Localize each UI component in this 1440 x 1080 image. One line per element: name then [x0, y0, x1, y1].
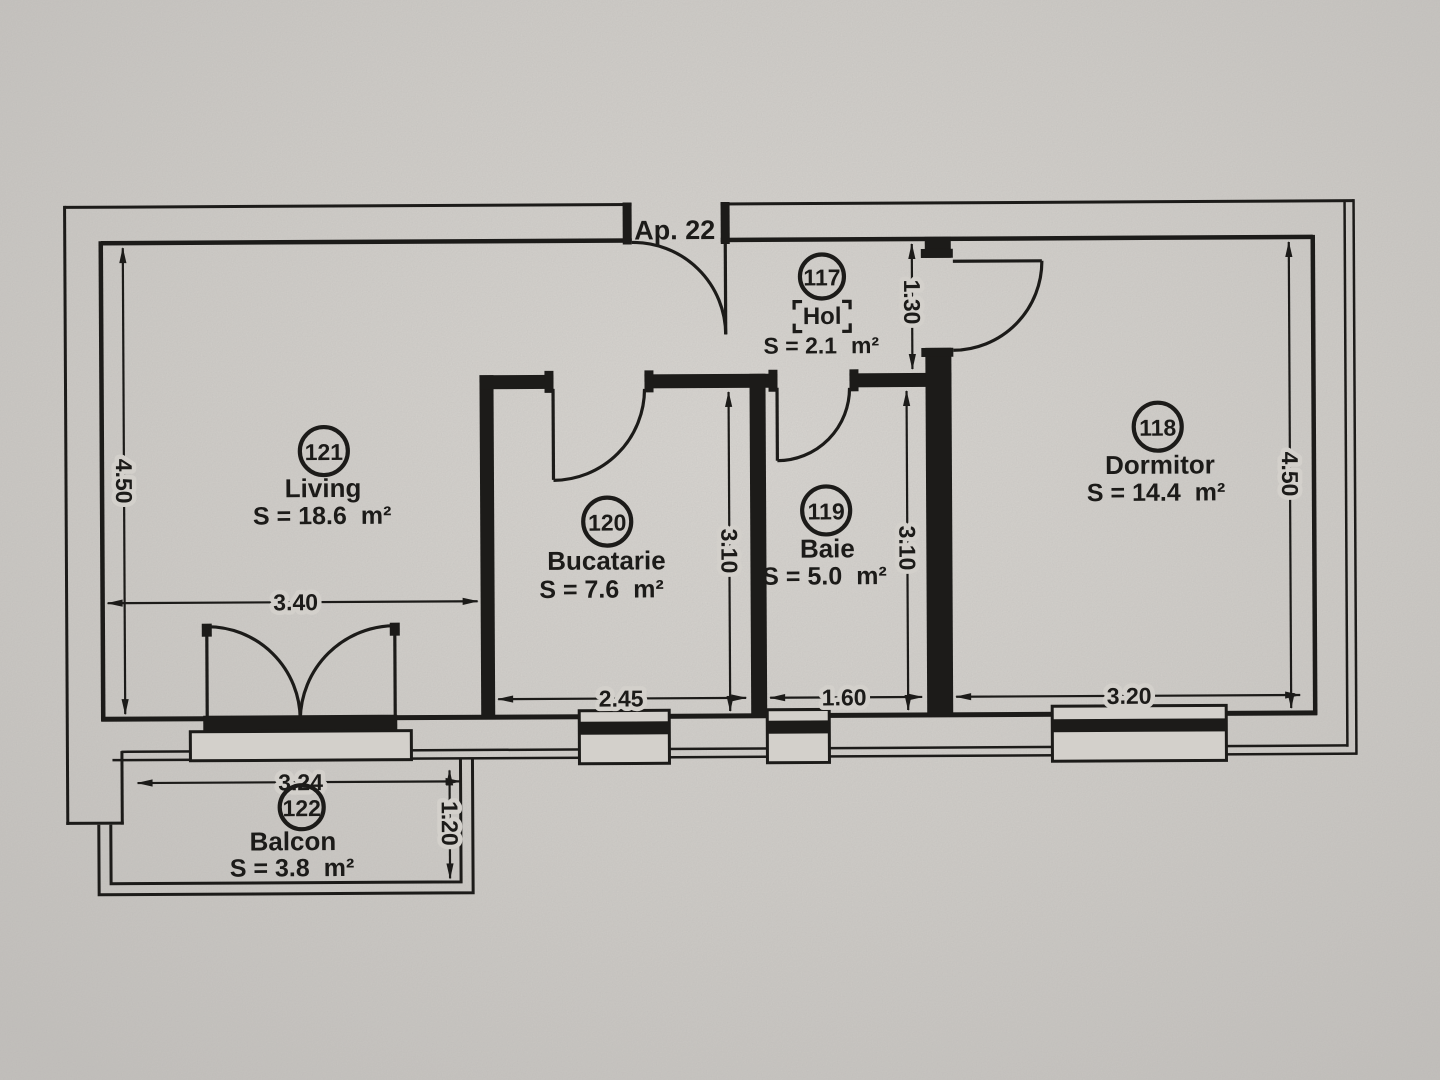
dimension-living-height: 4.50 — [106, 247, 142, 716]
window-dormitor — [1050, 703, 1228, 763]
dimension-baie-height: 3.10 — [890, 390, 925, 712]
room-number: 117 — [803, 264, 840, 290]
door-bucatarie — [551, 388, 647, 482]
dimension-text: 1.30 — [899, 280, 925, 325]
room-number: 119 — [808, 498, 845, 524]
dimension-dormitor-height: 4.50 — [1272, 241, 1308, 710]
dimension-text: 4.50 — [1277, 452, 1303, 497]
dimension-hol-height: 1.30 — [894, 242, 930, 370]
apartment-door-label: Ap. 22 — [634, 215, 715, 245]
door-jamb-caps — [201, 201, 954, 637]
dimension-bucatarie-height: 3.10 — [712, 390, 747, 712]
room-number-circle — [1131, 400, 1184, 453]
room-number: 122 — [282, 795, 321, 821]
balcony-parapet — [97, 758, 475, 897]
room-name: Dormitor — [1105, 449, 1215, 480]
dimension-text: 1.60 — [822, 684, 867, 710]
dimension-text: 1.20 — [437, 801, 463, 846]
room-number-circle — [297, 424, 350, 478]
dimension-living-width: 3.40 — [106, 585, 479, 620]
interior-walls — [479, 236, 954, 720]
room-number-circle — [797, 252, 847, 301]
balcony-door-sill — [188, 714, 413, 763]
dimension-text: 4.50 — [111, 459, 137, 504]
window-bucatarie — [577, 708, 671, 766]
room-name: Living — [285, 473, 362, 503]
dimension-baie-width: 1.60 — [769, 680, 924, 715]
room-number-circle — [277, 783, 326, 832]
svg-text:Ap. 22: Ap. 22 — [634, 215, 715, 245]
dimension-text: 3.10 — [894, 526, 920, 571]
room-number: 120 — [588, 509, 627, 535]
door-balcony-french — [205, 624, 397, 720]
room-number: 121 — [305, 439, 344, 465]
room-name: Hol — [803, 303, 842, 330]
room-number: 118 — [1139, 415, 1176, 441]
room-name: Balcon — [249, 826, 336, 856]
room-number-circle — [800, 484, 853, 537]
hol-corner-brackets — [792, 299, 852, 334]
dimension-text: 3.20 — [1107, 683, 1152, 709]
room-number-circle — [581, 495, 634, 548]
room-name: Bucatarie — [547, 545, 666, 576]
dimension-dormitor-width: 3.20 — [955, 678, 1302, 713]
door-baie — [775, 387, 852, 463]
dimension-balcon-depth: 1.20 — [432, 769, 467, 880]
dimension-bucatarie-width: 2.45 — [497, 681, 748, 716]
exterior-walls — [63, 199, 1358, 825]
dimension-text: 3.10 — [716, 529, 742, 574]
window-baie — [765, 707, 831, 765]
door-entry — [631, 240, 728, 335]
dimension-text: 3.40 — [273, 589, 318, 615]
door-dormitor — [952, 259, 1044, 352]
room-name: Baie — [800, 533, 855, 563]
dimension-text: 2.45 — [599, 685, 644, 711]
